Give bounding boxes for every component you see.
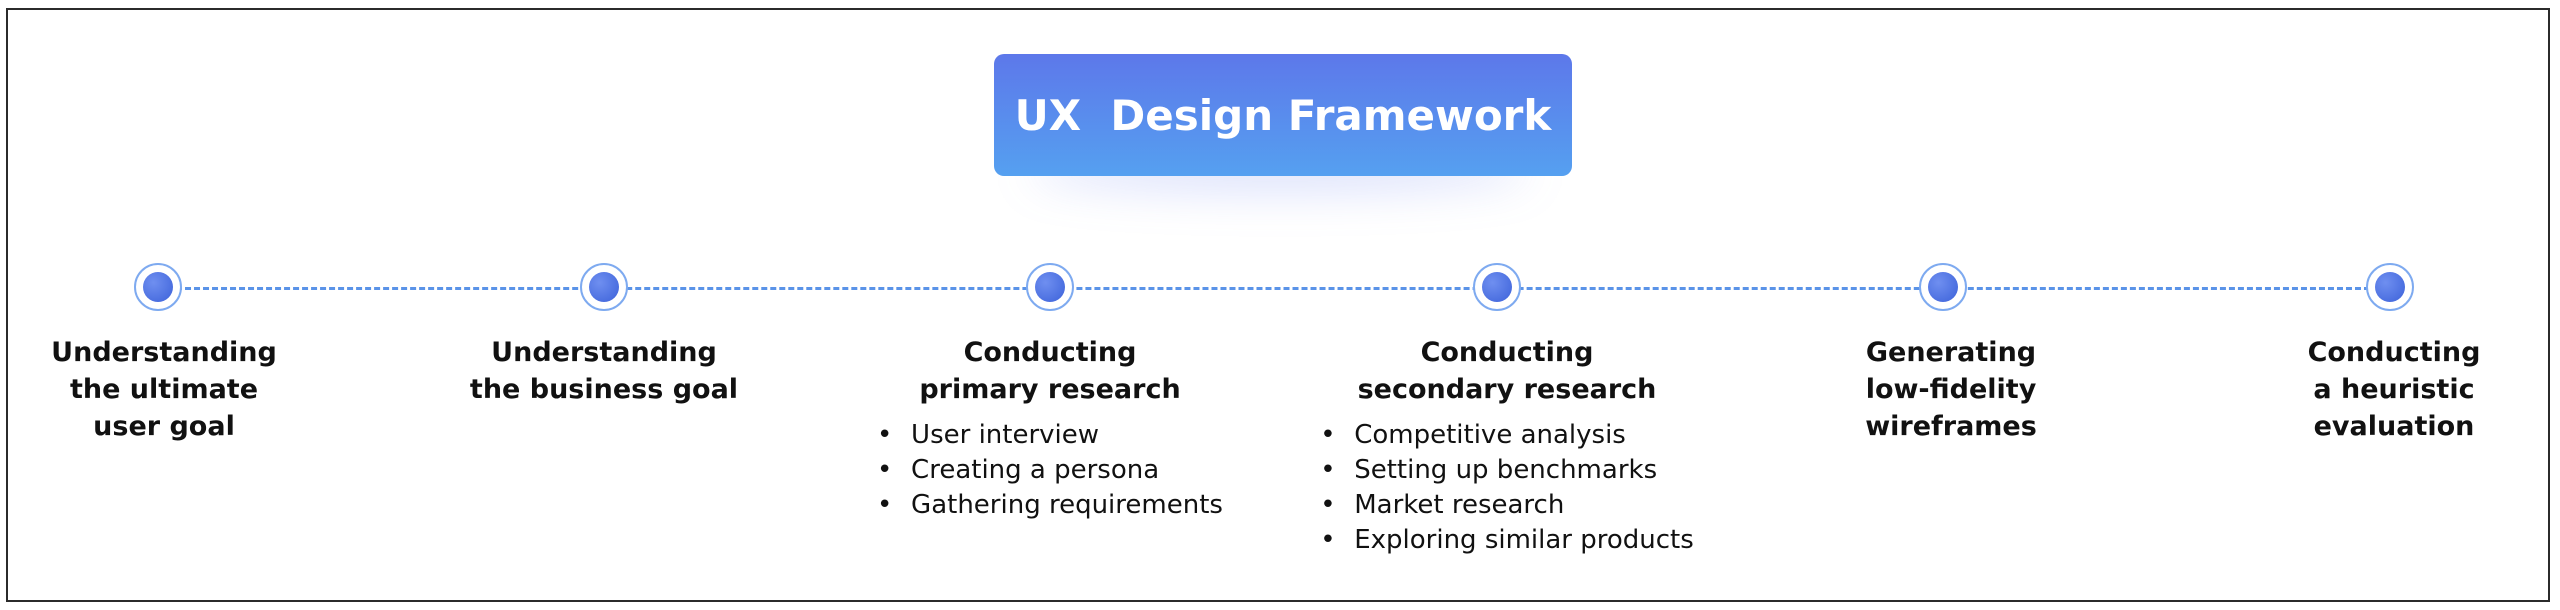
bullet-list: • User interview • Creating a persona • Gat… [877, 418, 1223, 523]
bullet-mark: • [877, 490, 893, 520]
bullet-text: User interview [911, 420, 1100, 450]
bullet-text: Competitive analysis [1354, 420, 1626, 450]
step-2: Understanding the business goal [384, 334, 824, 408]
step-4: Conducting secondary research • Competiti… [1287, 334, 1727, 558]
bullet-item: • User interview [877, 418, 1223, 453]
step-3: Conducting primary research • User interv… [830, 334, 1270, 523]
timeline-node-6 [2366, 263, 2414, 311]
node-dot [143, 272, 173, 302]
bullet-item: • Creating a persona [877, 453, 1223, 488]
diagram-title: UX Design Framework [1014, 90, 1552, 140]
bullet-text: Creating a persona [911, 455, 1160, 485]
node-dot [589, 272, 619, 302]
step-6: Conducting a heuristic evaluation [2174, 334, 2560, 445]
bullet-list: • Competitive analysis • Setting up benchm… [1320, 418, 1694, 558]
bullet-text: Gathering requirements [911, 490, 1223, 520]
step-title: Understanding the ultimate user goal [51, 337, 277, 442]
bullet-mark: • [877, 420, 893, 450]
node-dot [2375, 272, 2405, 302]
timeline-node-3 [1026, 263, 1074, 311]
bullet-text: Exploring similar products [1354, 525, 1694, 555]
title-box: UX Design Framework [994, 54, 1572, 176]
timeline-dashed-line [158, 287, 2388, 290]
timeline-node-2 [580, 263, 628, 311]
bullet-item: • Competitive analysis [1320, 418, 1694, 453]
node-dot [1928, 272, 1958, 302]
bullet-item: • Exploring similar products [1320, 523, 1694, 558]
bullet-text: Market research [1354, 490, 1565, 520]
bullet-item: • Market research [1320, 488, 1694, 523]
bullet-mark: • [1320, 420, 1336, 450]
node-dot [1035, 272, 1065, 302]
bullet-mark: • [877, 455, 893, 485]
bullet-mark: • [1320, 490, 1336, 520]
bullet-text: Setting up benchmarks [1354, 455, 1658, 485]
timeline-node-1 [134, 263, 182, 311]
step-1: Understanding the ultimate user goal [0, 334, 384, 445]
node-dot [1482, 272, 1512, 302]
step-title: Understanding the business goal [469, 337, 739, 405]
timeline-node-5 [1919, 263, 1967, 311]
step-5: Generating low-fidelity wireframes [1731, 334, 2171, 445]
bullet-item: • Setting up benchmarks [1320, 453, 1694, 488]
bullet-item: • Gathering requirements [877, 488, 1223, 523]
diagram-frame [6, 8, 2550, 602]
step-title: Conducting primary research [919, 337, 1181, 405]
timeline-node-4 [1473, 263, 1521, 311]
step-title: Conducting a heuristic evaluation [2307, 337, 2481, 442]
bullet-mark: • [1320, 455, 1336, 485]
bullet-mark: • [1320, 525, 1336, 555]
step-title: Generating low-fidelity wireframes [1865, 337, 2037, 442]
step-title: Conducting secondary research [1357, 337, 1657, 405]
